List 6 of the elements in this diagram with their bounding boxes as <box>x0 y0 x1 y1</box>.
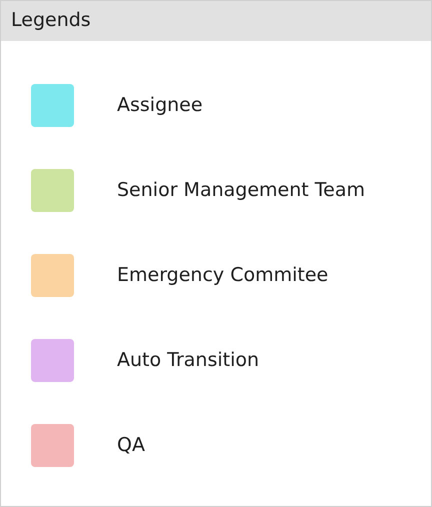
legend-label: Auto Transition <box>117 348 260 372</box>
legend-label: Senior Management Team <box>117 178 365 202</box>
legend-label: Assignee <box>117 93 203 117</box>
legend-title: Legends <box>11 8 91 32</box>
legend-label: QA <box>117 433 145 457</box>
legend-label: Emergency Commitee <box>117 263 328 287</box>
